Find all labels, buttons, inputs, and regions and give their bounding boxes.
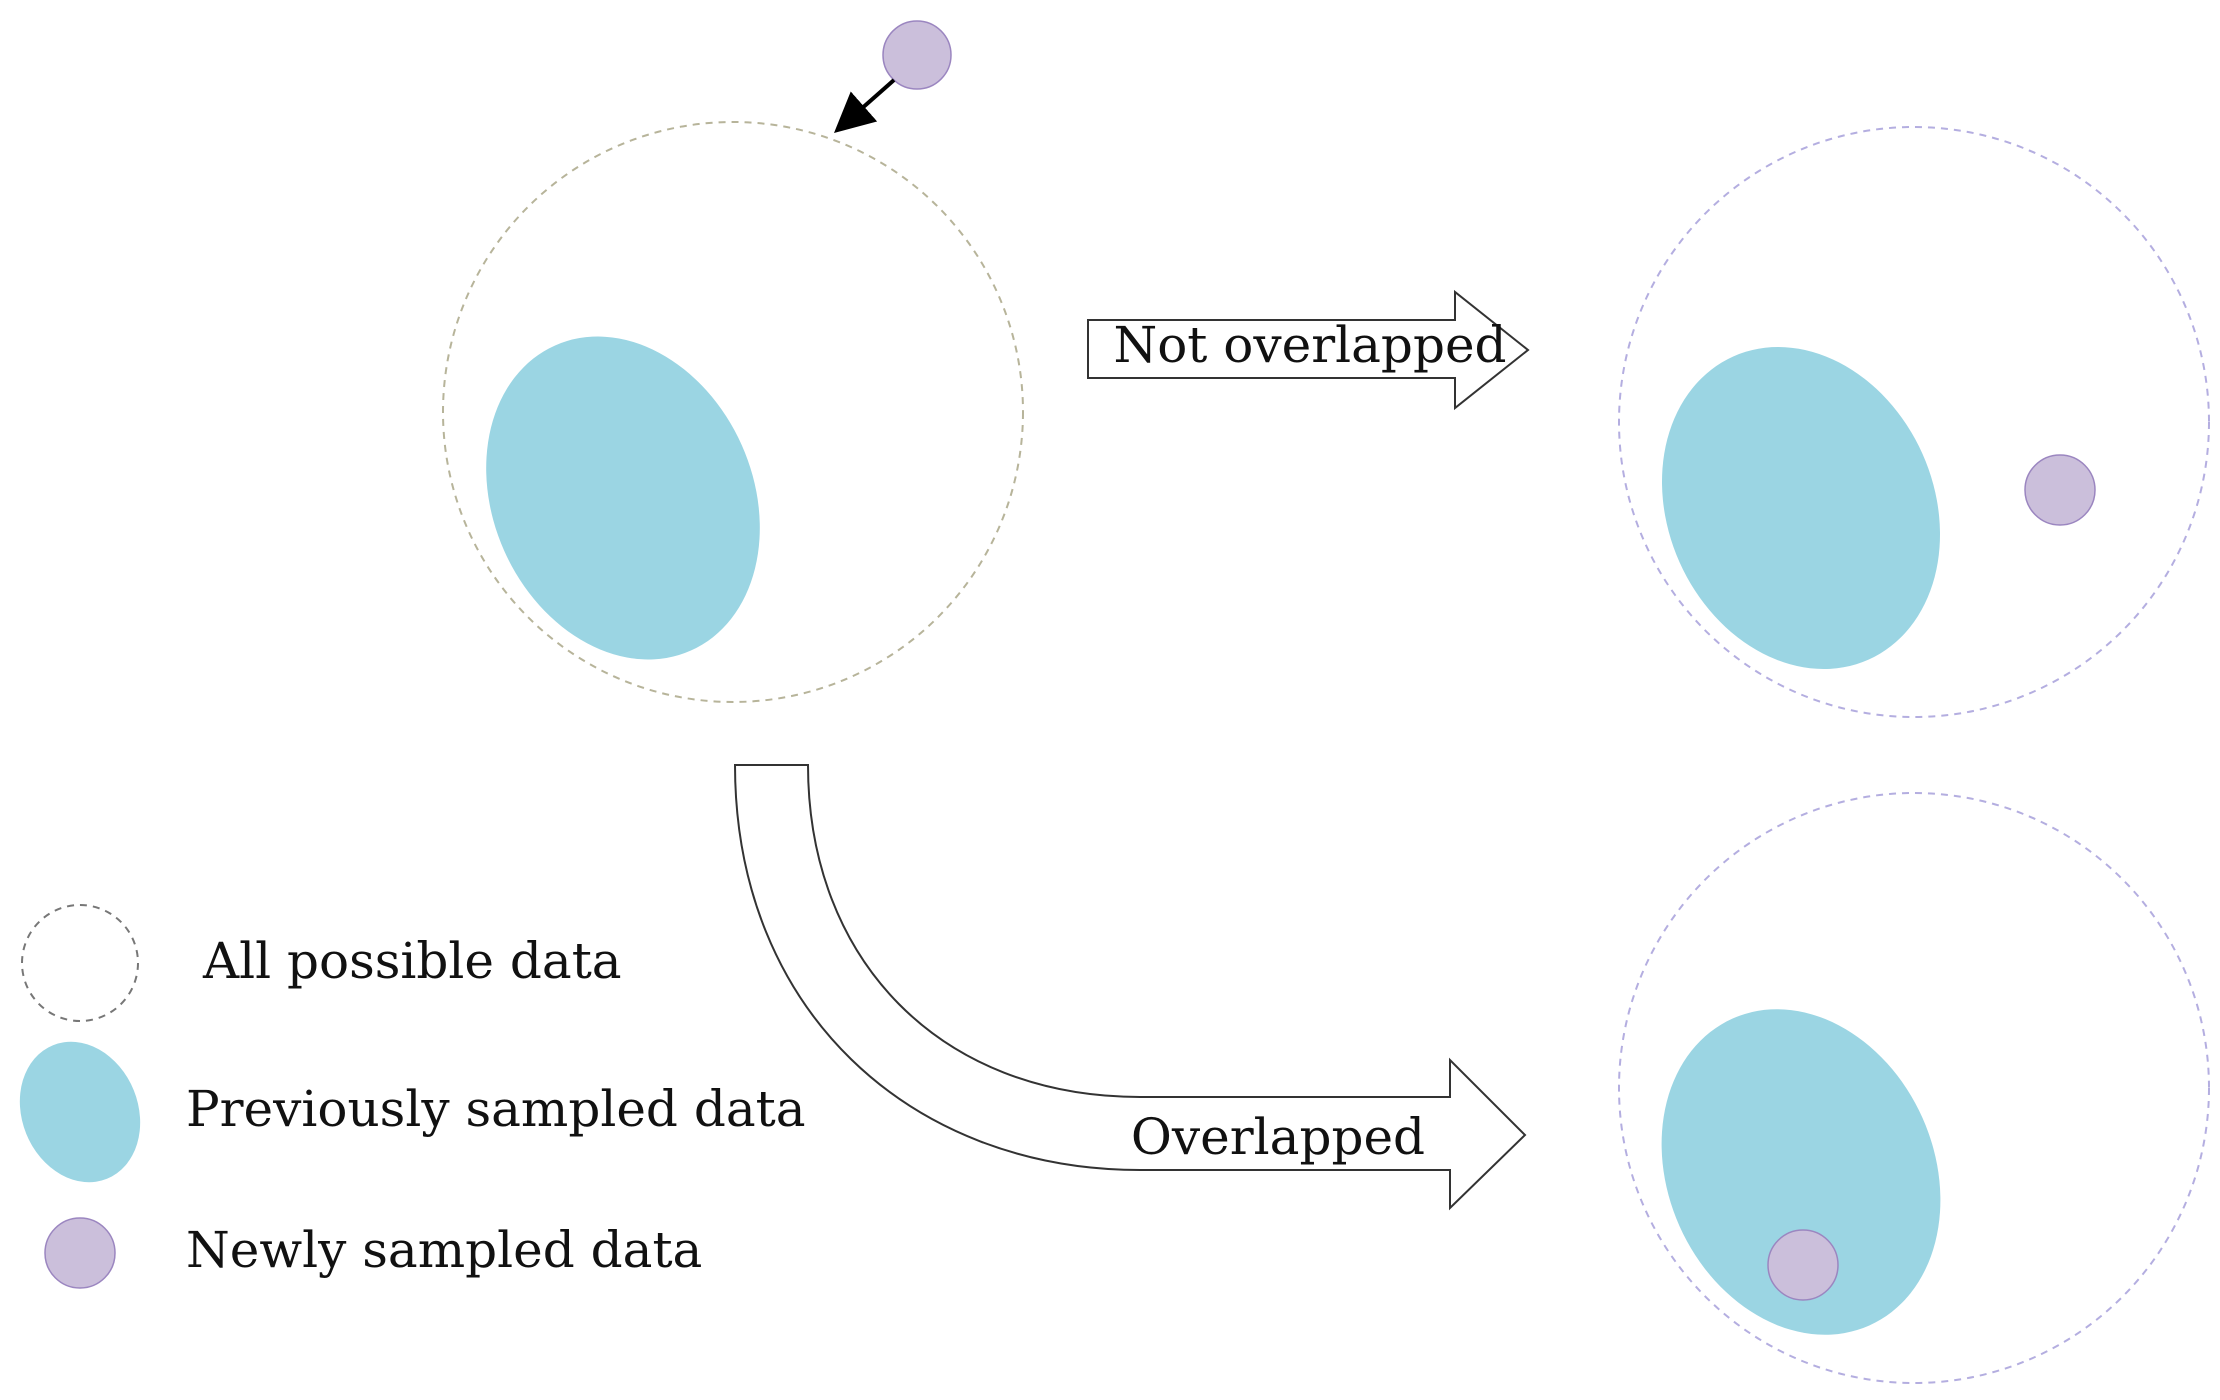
legend-label-previously-sampled: Previously sampled data bbox=[186, 1080, 806, 1138]
initial-state bbox=[442, 20, 1024, 703]
legend-label-all-possible: All possible data bbox=[202, 932, 622, 990]
legend-dashed-circle-icon bbox=[21, 904, 139, 1022]
all-possible-data-circle bbox=[442, 121, 1024, 703]
overlapped-arrow: Overlapped bbox=[733, 764, 1527, 1211]
not-overlapped-label: Not overlapped bbox=[1113, 316, 1506, 374]
new-sample-dot bbox=[882, 20, 952, 90]
legend-label-newly-sampled: Newly sampled data bbox=[186, 1221, 702, 1279]
legend-item-all-possible: All possible data bbox=[21, 904, 622, 1022]
legend-item-newly-sampled: Newly sampled data bbox=[44, 1217, 702, 1289]
previously-sampled-blob bbox=[486, 336, 760, 660]
not-overlapped-result bbox=[1618, 126, 2210, 718]
overlapped-result bbox=[1618, 792, 2210, 1384]
previously-sampled-blob-right-top bbox=[1661, 346, 1941, 670]
incoming-sample-arrow bbox=[834, 78, 896, 133]
legend: All possible data Previously sampled dat… bbox=[19, 904, 806, 1289]
overlapped-label: Overlapped bbox=[1131, 1108, 1425, 1166]
all-possible-data-circle-right-top bbox=[1618, 126, 2210, 718]
previously-sampled-blob-right-bottom bbox=[1661, 1009, 1941, 1335]
new-sample-dot-overlapped bbox=[1767, 1229, 1839, 1301]
legend-blob-icon bbox=[19, 1041, 141, 1183]
all-possible-data-circle-right-bottom bbox=[1618, 792, 2210, 1384]
new-sample-dot-separate bbox=[2024, 454, 2096, 526]
legend-item-previously-sampled: Previously sampled data bbox=[19, 1041, 806, 1183]
not-overlapped-arrow: Not overlapped bbox=[1087, 289, 1530, 411]
legend-dot-icon bbox=[44, 1217, 116, 1289]
